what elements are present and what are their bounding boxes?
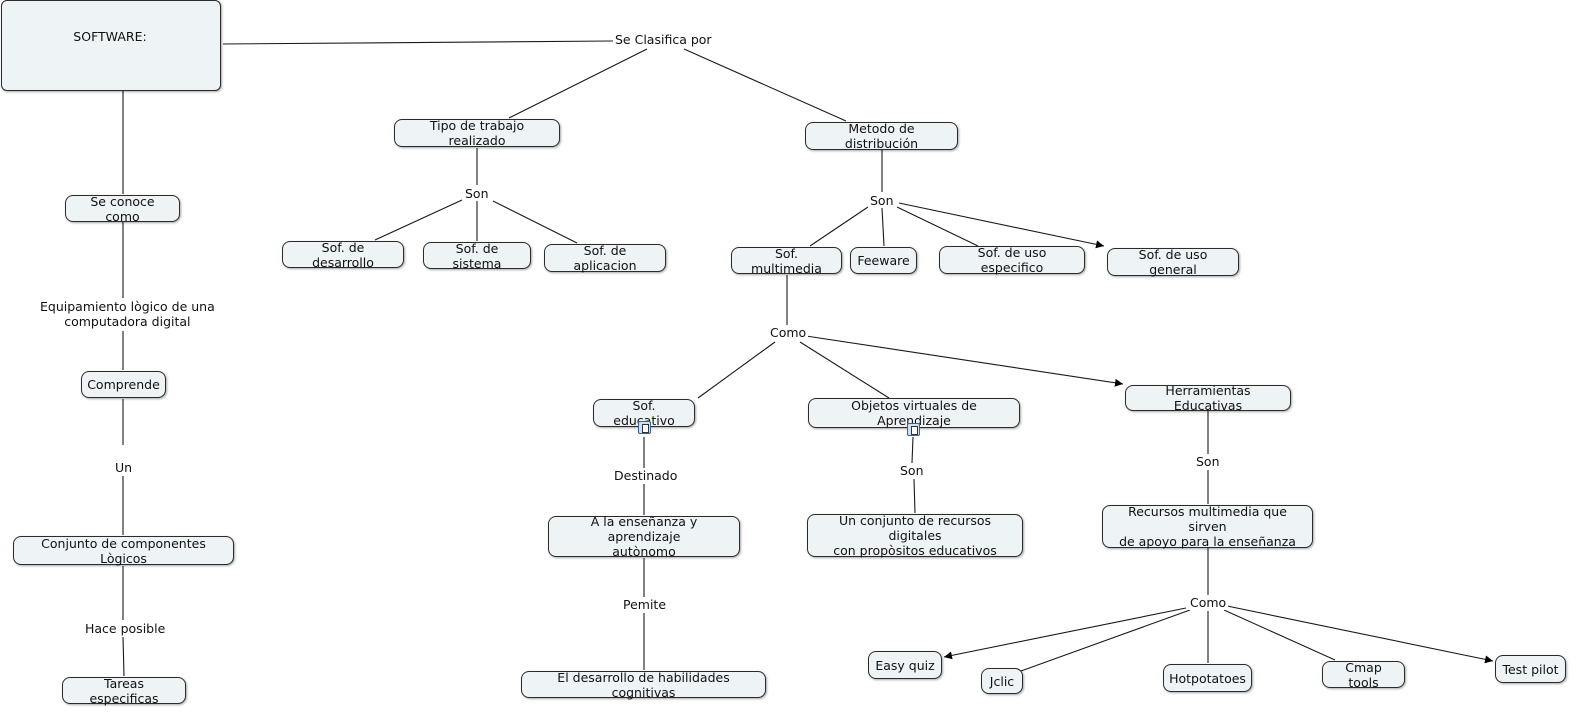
link-equipamiento-logico: Equipamiento lògico de una computadora d… xyxy=(38,299,217,329)
concept-cmap-tools[interactable]: Cmap tools xyxy=(1322,659,1405,690)
link-destinado: Destinado xyxy=(612,468,680,483)
concept-sof-sistema[interactable]: Sof. de sistema xyxy=(423,240,531,271)
concept-herramientas-educativas-label: Herramientas Educativas xyxy=(1165,383,1251,413)
concept-feeware[interactable]: Feeware xyxy=(850,247,917,274)
link-como-multimedia: Como xyxy=(768,325,809,340)
concept-desarrollo-habilidades[interactable]: El desarrollo de habilidades cognitivas xyxy=(521,669,766,700)
concept-comprende-label: Comprende xyxy=(87,377,160,392)
concept-ensenanza-aprendizaje[interactable]: A la enseñanza y aprendizaje autònomo xyxy=(548,514,740,559)
concept-conjunto-recursos[interactable]: Un conjunto de recursos digitales con pr… xyxy=(807,513,1023,558)
concept-sof-educativo-label: Sof. educativo xyxy=(613,398,675,428)
concept-metodo-distribucion-label: Metodo de distribución xyxy=(844,121,919,151)
concept-tareas-especificas-label: Tareas especificas xyxy=(89,675,159,706)
link-equipamiento-line2: computadora digital xyxy=(64,314,191,329)
concept-hotpotatoes-label: Hotpotatoes xyxy=(1169,670,1246,686)
concept-cmap-tools-label: Cmap tools xyxy=(1345,659,1382,690)
concept-tareas-especificas[interactable]: Tareas especificas xyxy=(62,675,186,706)
concept-tipo-trabajo[interactable]: Tipo de trabajo realizado xyxy=(394,118,560,148)
concept-jclic-label: Jclic xyxy=(989,673,1015,689)
concept-test-pilot[interactable]: Test pilot xyxy=(1495,655,1566,683)
link-se-clasifica-por: Se Clasifica por xyxy=(613,32,714,47)
concept-se-conoce-como-label: Se conoce como xyxy=(90,193,155,224)
concept-recursos-multimedia-line1: Recursos multimedia que sirven xyxy=(1128,504,1287,534)
concept-test-pilot-label: Test pilot xyxy=(1502,661,1559,677)
concept-sof-uso-especifico-label: Sof. de uso especifico xyxy=(977,245,1047,275)
concept-ensenanza-line2: autònomo xyxy=(612,544,676,559)
concept-comprende[interactable]: Comprende xyxy=(81,371,166,398)
concept-ensenanza-line1: A la enseñanza y aprendizaje xyxy=(590,514,698,544)
resource-icon[interactable] xyxy=(907,423,920,436)
link-son-objetos: Son xyxy=(898,463,926,478)
concept-feeware-label: Feeware xyxy=(857,253,910,268)
link-como-recursos: Como xyxy=(1188,595,1229,610)
concept-conjunto-componentes[interactable]: Conjunto de componentes Lògicos xyxy=(13,535,234,566)
concept-metodo-distribucion[interactable]: Metodo de distribución xyxy=(805,121,958,151)
concept-hotpotatoes[interactable]: Hotpotatoes xyxy=(1163,664,1252,692)
concept-sof-uso-especifico[interactable]: Sof. de uso especifico xyxy=(939,245,1085,275)
concept-sof-uso-general[interactable]: Sof. de uso general xyxy=(1107,247,1239,277)
link-pemite: Pemite xyxy=(621,597,669,612)
concept-recursos-multimedia-line2: de apoyo para la enseñanza xyxy=(1119,534,1296,549)
concept-tipo-trabajo-label: Tipo de trabajo realizado xyxy=(429,118,525,148)
concept-conjunto-componentes-label: Conjunto de componentes Lògicos xyxy=(41,535,206,566)
concept-sof-aplicacion[interactable]: Sof. de aplicacion xyxy=(544,243,666,273)
concept-recursos-multimedia[interactable]: Recursos multimedia que sirven de apoyo … xyxy=(1102,504,1313,549)
link-son-metodo: Son xyxy=(868,193,896,208)
concept-se-conoce-como[interactable]: Se conoce como xyxy=(65,193,180,224)
concept-desarrollo-habilidades-label: El desarrollo de habilidades cognitivas xyxy=(557,669,730,700)
concept-herramientas-educativas[interactable]: Herramientas Educativas xyxy=(1125,383,1291,413)
concept-sof-multimedia-label: Sof. multimedia xyxy=(751,245,822,276)
resource-icon[interactable] xyxy=(638,421,651,434)
concept-easy-quiz[interactable]: Easy quiz xyxy=(868,651,942,679)
concept-sof-aplicacion-label: Sof. de aplicacion xyxy=(573,243,637,273)
concept-easy-quiz-label: Easy quiz xyxy=(875,657,935,673)
link-hace-posible: Hace posible xyxy=(83,621,168,636)
concept-software-label: SOFTWARE: xyxy=(73,29,147,44)
concept-sof-desarrollo[interactable]: Sof. de desarrollo xyxy=(282,239,404,270)
link-son-herramientas: Son xyxy=(1194,454,1222,469)
concept-jclic[interactable]: Jclic xyxy=(981,668,1023,694)
concept-conjunto-recursos-line1: Un conjunto de recursos digitales xyxy=(838,513,992,543)
concept-objetos-virtuales-label: Objetos virtuales de Aprendizaje xyxy=(851,398,977,428)
concept-sof-multimedia[interactable]: Sof. multimedia xyxy=(731,245,842,276)
concept-software[interactable]: SOFTWARE: xyxy=(1,0,221,91)
concept-sof-sistema-label: Sof. de sistema xyxy=(452,240,502,271)
link-equipamiento-line1: Equipamiento lògico de una xyxy=(40,299,215,314)
concept-sof-uso-general-label: Sof. de uso general xyxy=(1138,247,1208,277)
concept-sof-desarrollo-label: Sof. de desarrollo xyxy=(312,239,374,270)
link-un: Un xyxy=(113,460,135,475)
link-son-tipo: Son xyxy=(463,186,491,201)
concept-conjunto-recursos-line2: con propòsitos educativos xyxy=(833,543,997,558)
